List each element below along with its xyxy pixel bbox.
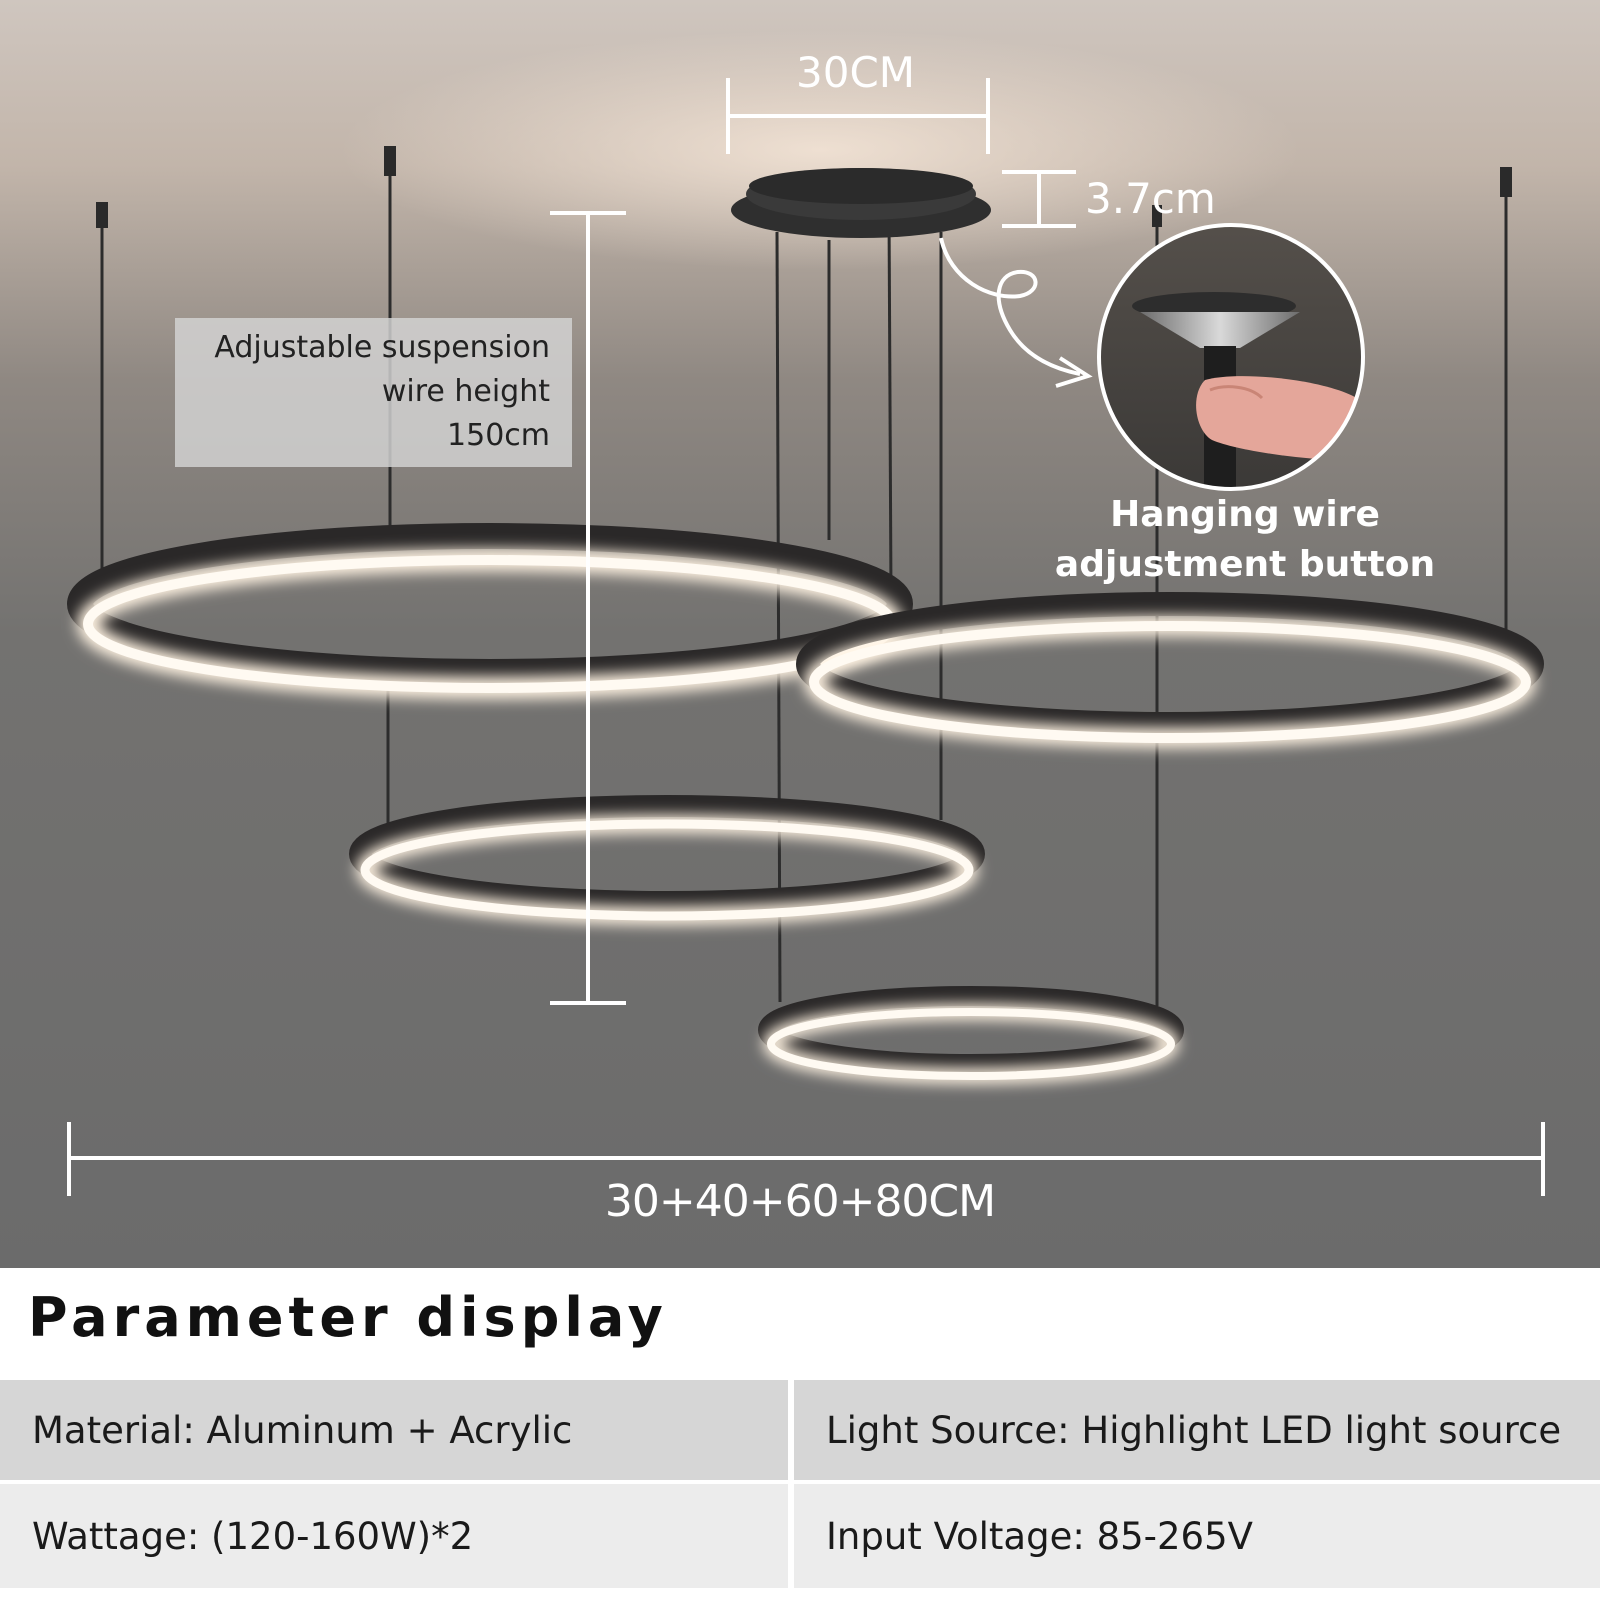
input-voltage-cell: Input Voltage: 85-265V [794, 1484, 1600, 1588]
caption-line: Hanging wire [1110, 494, 1380, 535]
parameter-title: Parameter display [28, 1286, 668, 1349]
suspension-wires [96, 146, 1512, 1006]
chandelier-scene: 30CM 3.7cm Adjustable suspension wire he… [0, 0, 1600, 1268]
suspension-height-note: Adjustable suspension wire height 150cm [175, 318, 572, 467]
ceiling-canopy [731, 168, 991, 238]
material-cell: Material: Aluminum + Acrylic [0, 1380, 788, 1480]
caption-line: adjustment button [1054, 544, 1436, 585]
ring-30cm [758, 986, 1184, 1084]
ring-40cm [349, 795, 985, 925]
ring-60cm [796, 592, 1544, 748]
top-width-label: 30CM [796, 48, 916, 97]
wattage-cell: Wattage: (120-160W)*2 [0, 1484, 788, 1588]
suspension-note-line: 150cm [447, 418, 550, 453]
dimension-lines [67, 78, 1545, 1196]
light-source-cell: Light Source: Highlight LED light source [794, 1380, 1600, 1480]
suspension-note-line: Adjustable suspension [214, 330, 550, 365]
canopy-height-label: 3.7cm [1085, 174, 1216, 223]
parameter-panel: Parameter display Material: Aluminum + A… [0, 1268, 1600, 1600]
adjustment-button-caption: Hanging wire adjustment button [1030, 490, 1460, 590]
chandelier-illustration [0, 0, 1600, 1268]
adjustment-button-inset [1097, 223, 1365, 491]
total-width-label: 30+40+60+80CM [604, 1176, 996, 1227]
suspension-note-line: wire height [381, 374, 550, 409]
